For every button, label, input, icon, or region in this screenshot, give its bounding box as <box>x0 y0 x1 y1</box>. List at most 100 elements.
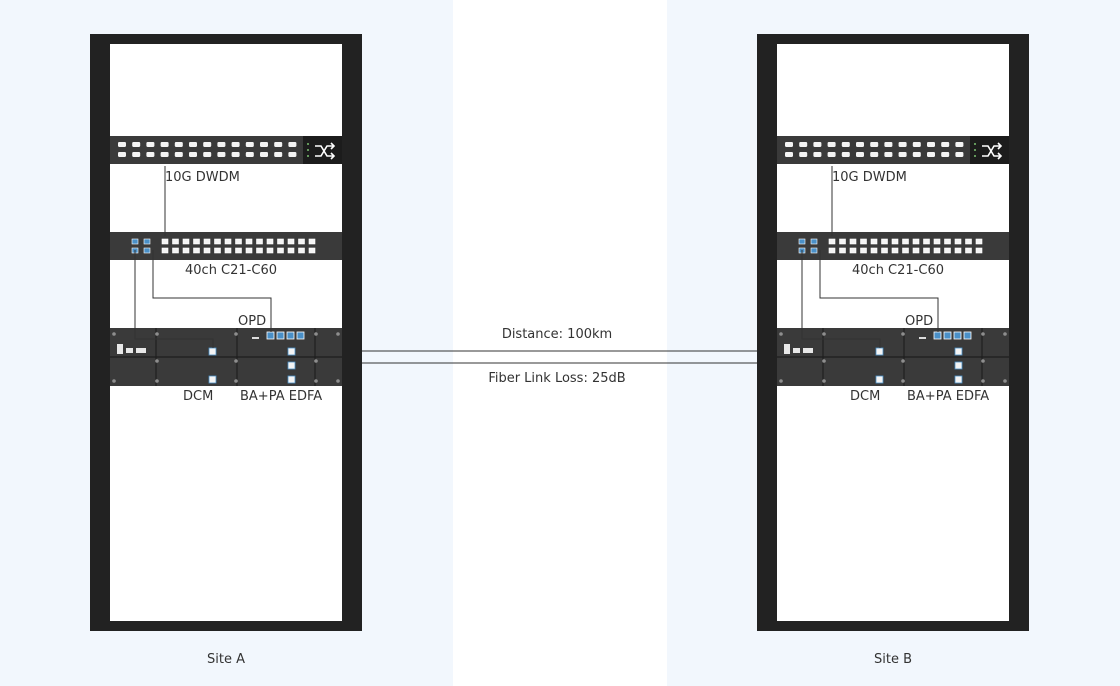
mount-screw <box>981 379 985 383</box>
edfa-chassis <box>777 328 1009 386</box>
mux-port <box>891 247 899 254</box>
site-name: Site A <box>207 652 245 667</box>
patch-fiber <box>801 250 881 348</box>
power-module <box>126 348 133 353</box>
mux-port <box>891 238 899 245</box>
mux-port <box>214 238 221 245</box>
power-module <box>784 344 790 354</box>
mux-port <box>193 238 200 245</box>
switch-label: 10G DWDM <box>165 170 240 185</box>
mux-port <box>245 238 253 245</box>
edfa-chassis <box>110 328 342 386</box>
switch-port <box>813 152 822 157</box>
mux-port <box>975 247 983 254</box>
mux-port <box>131 238 139 245</box>
mount-screw <box>779 379 783 383</box>
switch-port <box>799 152 808 157</box>
switch-port <box>927 152 935 157</box>
mux-port <box>143 238 151 245</box>
switch-port <box>955 142 964 147</box>
edfa-port <box>954 361 963 370</box>
mount-screw <box>901 379 905 383</box>
edfa-port <box>287 375 296 384</box>
shuffle-arrow <box>997 152 1003 160</box>
mux-port <box>172 247 179 254</box>
switch-port <box>870 142 879 147</box>
switch-port <box>217 142 226 147</box>
edfa-port <box>954 375 963 384</box>
status-led <box>307 155 309 157</box>
switch-port <box>288 152 297 157</box>
mount-screw <box>234 332 238 336</box>
mux-port <box>810 247 818 254</box>
switch-port <box>856 152 864 157</box>
dcm-label: DCM <box>850 389 880 404</box>
mux-port <box>203 247 211 254</box>
switch-port <box>870 152 879 157</box>
edfa-port <box>287 347 296 356</box>
mux-port <box>860 247 867 254</box>
opd-port <box>286 331 295 340</box>
power-module <box>793 348 800 353</box>
mux-port <box>954 247 962 254</box>
mux-port <box>849 238 857 245</box>
switch-port <box>189 142 197 147</box>
mux-port <box>235 247 242 254</box>
switch-port <box>898 142 907 147</box>
switch-port <box>274 142 283 147</box>
opd-port <box>266 331 275 340</box>
mux-port <box>266 247 274 254</box>
switch-port <box>146 152 155 157</box>
dcm-port <box>875 375 884 384</box>
mount-screw <box>779 332 783 336</box>
mux-port <box>944 247 951 254</box>
shuffle-path <box>315 145 334 157</box>
mount-screw <box>112 332 116 336</box>
mux-port <box>975 238 983 245</box>
edfa-indicator <box>919 337 926 339</box>
mount-screw <box>822 379 826 383</box>
opd-label: OPD <box>238 314 266 329</box>
mux-port <box>954 238 962 245</box>
switch-port <box>941 152 950 157</box>
switch-port <box>231 152 240 157</box>
site-a: 10G DWDM 40ch C21-C60 OPD DCM BA+PA EDFA… <box>90 34 362 667</box>
opd-port <box>953 331 962 340</box>
mount-screw <box>901 359 905 363</box>
patch-fiber <box>134 250 214 348</box>
mux-port <box>235 238 242 245</box>
mux-port <box>881 238 888 245</box>
status-led <box>307 143 309 145</box>
mount-screw <box>155 359 159 363</box>
mux-port <box>933 238 941 245</box>
site-b: 10G DWDM 40ch C21-C60 OPD DCM BA+PA EDFA… <box>757 34 1029 667</box>
switch-port <box>799 142 808 147</box>
fiber-link: Distance: 100km Fiber Link Loss: 25dB <box>362 327 758 386</box>
opd-port <box>276 331 285 340</box>
patch-fiber <box>152 250 272 332</box>
switch-port <box>217 152 226 157</box>
mount-screw <box>1003 332 1007 336</box>
switch-port <box>841 152 850 157</box>
switch-port <box>274 152 283 157</box>
mount-screw <box>981 359 985 363</box>
edfa-port <box>954 347 963 356</box>
mount-screw <box>112 379 116 383</box>
mount-screw <box>155 379 159 383</box>
power-module <box>117 344 123 354</box>
mux-port <box>193 247 200 254</box>
edfa-port <box>287 361 296 370</box>
switch-port <box>785 152 793 157</box>
mount-screw <box>314 332 318 336</box>
mux-demux-panel <box>777 232 1009 260</box>
switch-port <box>189 152 197 157</box>
link-distance-label: Distance: 100km <box>502 327 612 342</box>
switch-port <box>941 142 950 147</box>
status-led <box>974 149 976 151</box>
switch-port <box>203 152 212 157</box>
switch-port <box>856 142 864 147</box>
mount-screw <box>981 332 985 336</box>
switch-port <box>912 152 921 157</box>
patch-fibers <box>134 166 272 348</box>
